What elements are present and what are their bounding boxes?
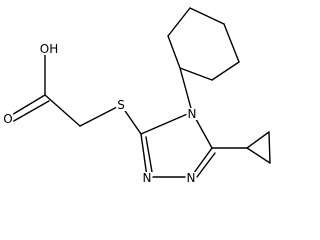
structure-diagram: OH O S N N N xyxy=(2,7,271,185)
bond xyxy=(140,133,148,178)
bond xyxy=(167,35,181,69)
bond xyxy=(11,100,50,123)
bond-lines xyxy=(9,7,271,178)
atom-label-n1: N xyxy=(141,171,153,185)
bond xyxy=(167,7,191,37)
atom-label-sulfur: S xyxy=(116,98,126,112)
atom-label-oh: OH xyxy=(38,42,60,56)
bond xyxy=(189,7,225,25)
atom-label-n4: N xyxy=(186,107,198,121)
bond xyxy=(246,131,270,149)
atom-label-carbonyl-oxygen: O xyxy=(2,112,14,126)
bond xyxy=(179,67,213,81)
bond xyxy=(223,23,240,63)
atom-label-n2: N xyxy=(185,171,197,185)
bond xyxy=(79,104,122,127)
bond xyxy=(246,147,271,164)
bond xyxy=(44,94,81,127)
bond xyxy=(211,61,240,81)
bond xyxy=(140,111,193,135)
bond xyxy=(179,67,193,113)
bond xyxy=(196,152,216,178)
bond xyxy=(268,131,271,164)
bond xyxy=(9,94,46,117)
bond xyxy=(145,136,153,173)
